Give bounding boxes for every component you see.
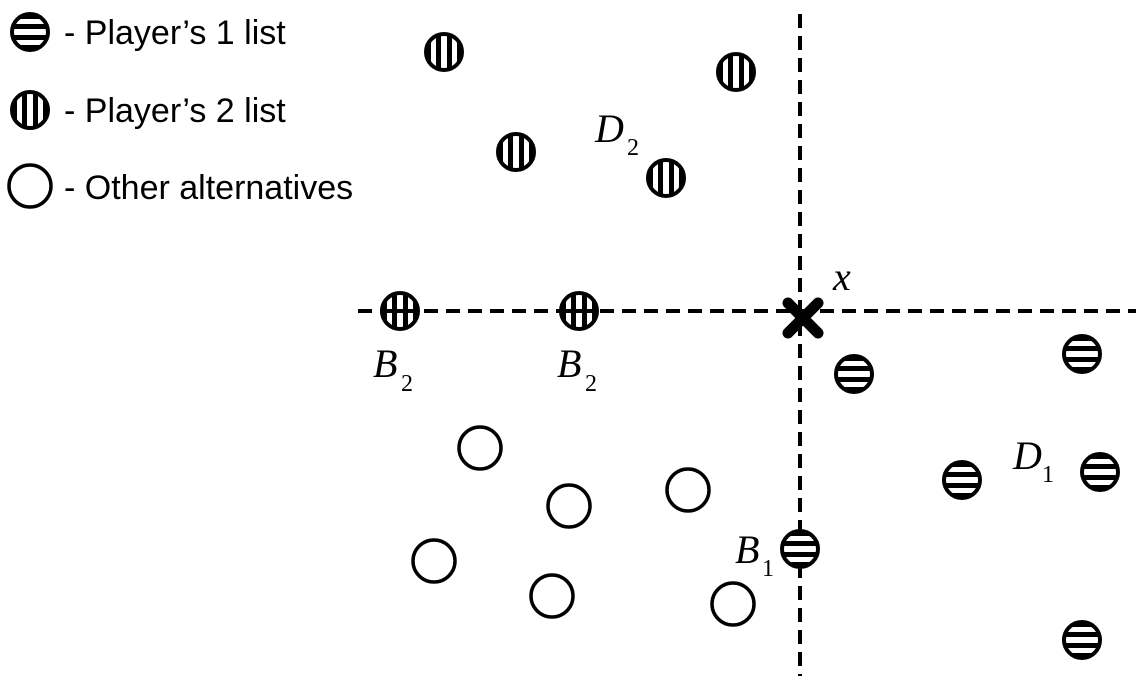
legend: - Player’s 1 list - Player’s 2 list - Ot…	[7, 12, 353, 209]
other-point	[457, 425, 503, 471]
label-B2-right-sub: 2	[585, 371, 597, 397]
label-B2-right: B 2	[557, 341, 597, 397]
label-D2-sub: 2	[627, 135, 639, 161]
player2-axis-point	[559, 291, 599, 331]
player2-point	[424, 32, 464, 72]
other-point	[710, 581, 756, 627]
label-D2: D 2	[594, 106, 639, 161]
player1-point	[1062, 620, 1102, 660]
label-B2-left-sub: 2	[401, 371, 413, 397]
other-point	[411, 538, 457, 584]
player1-point	[834, 354, 874, 394]
cross-marker-icon	[782, 297, 824, 339]
player2-point	[716, 52, 756, 92]
player1-point	[1062, 334, 1102, 374]
label-B1-main: B	[735, 527, 759, 572]
label-D1-main: D	[1012, 433, 1042, 478]
player1-point	[1080, 452, 1120, 492]
other-point	[529, 573, 575, 619]
player1-points	[780, 334, 1120, 660]
player1-axis-point	[780, 529, 820, 569]
player2-point	[496, 132, 536, 172]
other-points	[411, 425, 756, 627]
player1-point	[942, 460, 982, 500]
label-x: x	[832, 254, 851, 299]
other-point	[665, 467, 711, 513]
label-B2-left: B 2	[373, 341, 413, 397]
label-B2-right-main: B	[557, 341, 581, 386]
legend-other-icon	[7, 163, 53, 209]
label-B2-left-main: B	[373, 341, 397, 386]
label-D1-sub: 1	[1042, 462, 1054, 488]
label-B1: B 1	[735, 527, 774, 582]
label-D1: D 1	[1012, 433, 1054, 488]
legend-player1-icon	[10, 12, 50, 52]
label-D2-main: D	[594, 106, 624, 151]
player2-axis-point	[380, 291, 420, 331]
label-B1-sub: 1	[762, 556, 774, 582]
other-point	[546, 483, 592, 529]
player2-points	[380, 32, 756, 331]
legend-player2-icon	[10, 90, 50, 130]
legend-other-label: - Other alternatives	[64, 169, 353, 207]
legend-player2-label: - Player’s 2 list	[64, 92, 286, 130]
legend-player1-label: - Player’s 1 list	[64, 14, 286, 52]
player2-point	[646, 158, 686, 198]
